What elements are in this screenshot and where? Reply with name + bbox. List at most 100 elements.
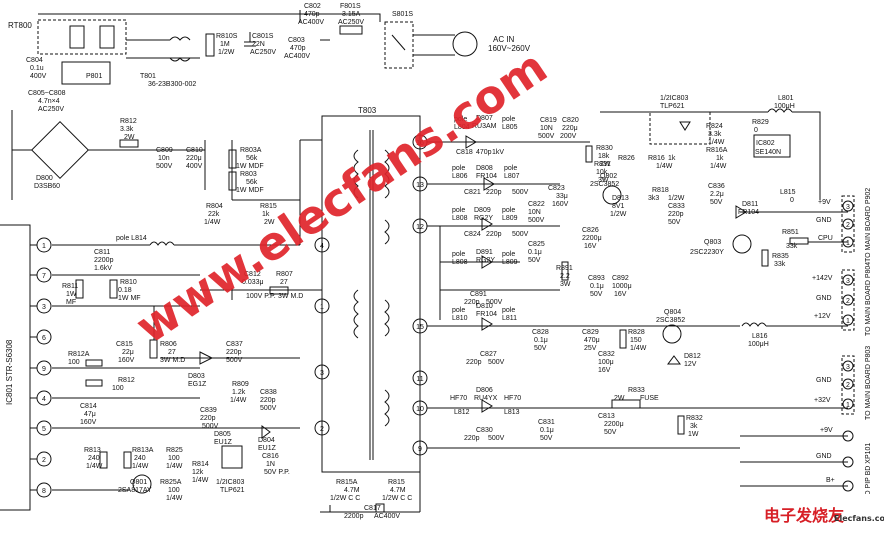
svg-text:R813: R813 — [84, 447, 101, 454]
svg-text:3W M.D: 3W M.D — [160, 357, 185, 364]
svg-text:R833: R833 — [628, 387, 645, 394]
svg-text:FR104: FR104 — [476, 173, 497, 180]
svg-text:2W: 2W — [264, 219, 275, 226]
svg-text:SE140N: SE140N — [755, 149, 781, 156]
svg-text:56k: 56k — [246, 179, 258, 186]
svg-text:Q801: Q801 — [130, 479, 147, 486]
q804-transistor — [662, 324, 682, 344]
svg-text:25V: 25V — [584, 345, 597, 352]
svg-text:AC250V: AC250V — [338, 19, 364, 26]
ic801-pin-9: 9 — [30, 360, 52, 376]
svg-text:220p: 220p — [200, 415, 216, 422]
svg-text:1: 1 — [846, 240, 850, 247]
svg-text:2200p: 2200p — [344, 513, 364, 520]
t803-transformer: T803 4 1 3 2 16 13 12 15 11 10 9 — [314, 106, 428, 473]
svg-text:0.1μ: 0.1μ — [528, 249, 542, 256]
svg-text:1/4W: 1/4W — [204, 219, 221, 226]
connector-p902: 3 2 1 +9V GND CPU TO MAIN BOARD P902 — [816, 188, 872, 262]
svg-text:1: 1 — [42, 243, 46, 250]
svg-text:R807: R807 — [276, 271, 293, 278]
svg-text:50V: 50V — [604, 429, 617, 436]
svg-text:3.15A: 3.15A — [342, 11, 361, 18]
svg-text:C828: C828 — [532, 329, 549, 336]
svg-text:L809: L809 — [502, 259, 518, 266]
svg-text:5: 5 — [42, 426, 46, 433]
svg-text:47μ: 47μ — [84, 411, 96, 418]
svg-text:50V: 50V — [528, 257, 541, 264]
svg-text:pole: pole — [502, 116, 515, 123]
svg-text:0: 0 — [790, 197, 794, 204]
svg-text:L811: L811 — [502, 315, 517, 322]
svg-text:8V1: 8V1 — [612, 203, 625, 210]
svg-text:D810: D810 — [476, 303, 493, 310]
svg-text:C893: C893 — [588, 275, 605, 282]
rt800-box — [37, 19, 127, 55]
svg-text:D807: D807 — [476, 115, 493, 122]
ic801-pin-4: 4 — [30, 390, 52, 406]
svg-text:12k: 12k — [192, 469, 204, 476]
svg-text:R831: R831 — [594, 161, 611, 168]
svg-text:C814: C814 — [80, 403, 97, 410]
svg-text:500V: 500V — [528, 217, 545, 224]
svg-text:AC250V: AC250V — [38, 106, 64, 113]
svg-text:500V: 500V — [538, 133, 555, 140]
svg-text:9: 9 — [42, 366, 46, 373]
svg-text:HF70: HF70 — [450, 395, 467, 402]
svg-text:TLP621: TLP621 — [660, 103, 685, 110]
ac-in-plug — [452, 31, 478, 57]
svg-text:50V: 50V — [590, 291, 603, 298]
svg-text:1/2W C C: 1/2W C C — [330, 495, 360, 502]
svg-text:C812: C812 — [244, 271, 261, 278]
t801-label: T801 — [140, 73, 156, 80]
svg-text:10N: 10N — [540, 125, 553, 132]
svg-text:2W: 2W — [124, 134, 135, 141]
svg-text:22N: 22N — [252, 41, 265, 48]
svg-text:P801: P801 — [86, 73, 102, 80]
svg-text:C810: C810 — [186, 147, 203, 154]
svg-text:16V: 16V — [614, 291, 627, 298]
svg-text:C833: C833 — [668, 203, 685, 210]
svg-text:1/4W: 1/4W — [230, 397, 247, 404]
svg-text:R830: R830 — [596, 145, 613, 152]
svg-text:R816A: R816A — [706, 147, 728, 154]
svg-text:2: 2 — [846, 382, 850, 389]
svg-text:FR104: FR104 — [476, 311, 497, 318]
svg-text:22μ: 22μ — [122, 349, 134, 356]
svg-text:IC802: IC802 — [756, 140, 775, 147]
svg-text:R811: R811 — [62, 283, 78, 290]
svg-text:1/4W: 1/4W — [166, 463, 183, 470]
svg-text:S801S: S801S — [392, 11, 413, 18]
svg-text:2SC3852: 2SC3852 — [590, 181, 619, 188]
svg-text:pole: pole — [502, 307, 515, 314]
svg-text:500V: 500V — [486, 299, 503, 306]
svg-text:C830: C830 — [476, 427, 493, 434]
svg-text:220p: 220p — [486, 231, 502, 238]
svg-text:220μ: 220μ — [562, 125, 578, 132]
svg-text:L812: L812 — [454, 409, 470, 416]
svg-text:pole: pole — [454, 116, 467, 123]
svg-text:D808: D808 — [476, 165, 493, 172]
svg-text:500V: 500V — [260, 405, 277, 412]
svg-text:500V: 500V — [488, 359, 505, 366]
svg-text:500V: 500V — [488, 435, 505, 442]
svg-text:C825: C825 — [528, 241, 545, 248]
footer-brand: 电子发烧友 Elecfans.com — [762, 494, 884, 528]
svg-text:Q804: Q804 — [664, 309, 681, 316]
svg-text:R815A: R815A — [336, 479, 358, 486]
svg-text:1W MDF: 1W MDF — [236, 187, 264, 194]
svg-text:4.7M: 4.7M — [344, 487, 360, 494]
svg-text:GND: GND — [816, 377, 832, 384]
svg-text:T803: T803 — [358, 106, 377, 115]
svg-text:220p: 220p — [486, 189, 502, 196]
svg-text:pole: pole — [502, 251, 515, 258]
svg-text:C836: C836 — [708, 183, 725, 190]
svg-text:D3SB60: D3SB60 — [34, 183, 60, 190]
svg-text:470p: 470p — [304, 11, 320, 18]
svg-text:1W MF: 1W MF — [118, 295, 141, 302]
svg-text:9: 9 — [418, 446, 422, 453]
svg-text:0.18: 0.18 — [118, 287, 132, 294]
svg-text:GND: GND — [816, 453, 832, 460]
svg-text:pole: pole — [452, 307, 465, 314]
svg-text:C822: C822 — [528, 201, 545, 208]
svg-text:2200p: 2200p — [94, 257, 114, 264]
